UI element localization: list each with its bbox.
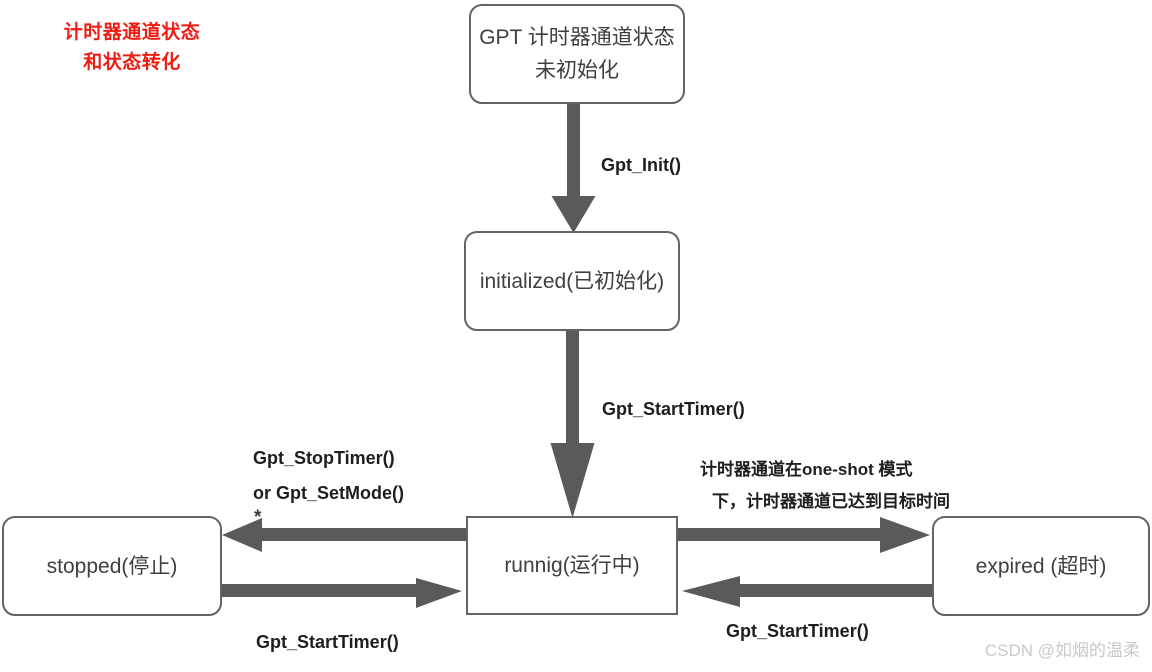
transition-label-gpt-setmode: or Gpt_SetMode() xyxy=(253,483,404,503)
state-uninitialized-line-1: GPT 计时器通道状态 xyxy=(479,26,675,49)
asterisk-marker: * xyxy=(254,507,262,528)
transition-label-oneshot-line-1: 计时器通道在one-shot 模式 xyxy=(700,460,913,479)
arrow-expired-to-running xyxy=(682,576,932,607)
state-box-initialized[interactable]: initialized(已初始化) xyxy=(464,231,680,331)
arrow-init-to-initialized xyxy=(551,104,596,233)
transition-label-gpt-starttimer: Gpt_StartTimer() xyxy=(602,399,745,419)
state-initialized-label: initialized(已初始化) xyxy=(479,269,665,293)
transition-label-gpt-starttimer-bottom-right: Gpt_StartTimer() xyxy=(726,621,869,641)
arrow-running-to-expired xyxy=(678,517,930,553)
state-expired-label: expired (超时) xyxy=(975,554,1107,578)
transition-label-gpt-stoptimer: Gpt_StopTimer() xyxy=(253,448,395,468)
arrow-initialized-to-running xyxy=(550,331,595,518)
state-box-expired[interactable]: expired (超时) xyxy=(932,516,1150,616)
page-title-line-2: 和状态转化 xyxy=(83,52,181,73)
state-box-uninitialized[interactable]: GPT 计时器通道状态 未初始化 xyxy=(469,4,685,104)
page-title: 计时器通道状态 和状态转化 xyxy=(22,18,242,78)
state-uninitialized-line-2: 未初始化 xyxy=(535,59,619,82)
state-box-running[interactable]: runnig(运行中) xyxy=(466,516,678,615)
state-running-label: runnig(运行中) xyxy=(504,554,640,577)
state-stopped-label: stopped(停止) xyxy=(46,554,178,578)
transition-label-oneshot-line-2: 下，计时器通道已达到目标时间 xyxy=(712,492,950,511)
state-box-stopped[interactable]: stopped(停止) xyxy=(2,516,222,616)
watermark: CSDN @如烟的温柔 xyxy=(984,641,1140,660)
transition-label-gpt-starttimer-bottom-left: Gpt_StartTimer() xyxy=(256,632,399,652)
transition-label-gpt-init: Gpt_Init() xyxy=(601,155,681,175)
arrow-stopped-to-running xyxy=(222,578,462,608)
page-title-line-1: 计时器通道状态 xyxy=(63,22,201,43)
